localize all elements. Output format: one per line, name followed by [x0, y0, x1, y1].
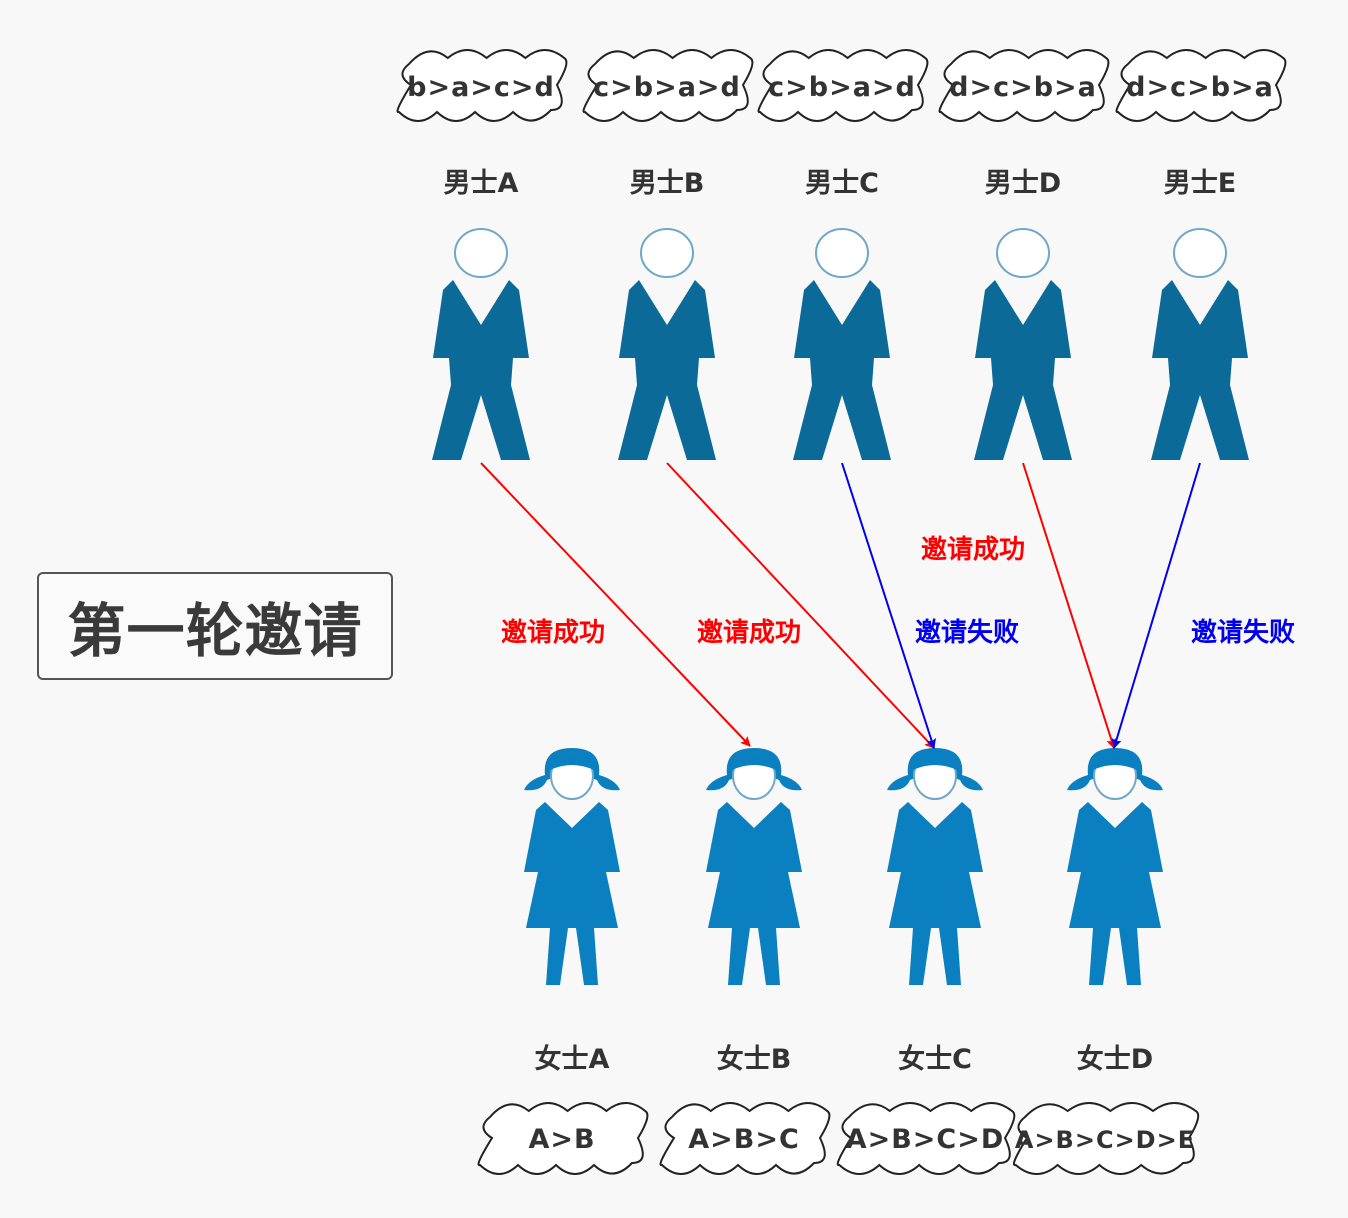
woman-preference: A>B>C — [688, 1124, 800, 1155]
woman-leg-icon — [758, 928, 780, 985]
woman-figure: 女士B A>B>C — [659, 748, 831, 1175]
woman-figure: 女士D A>B>C>D>E — [1012, 748, 1200, 1175]
man-name: 男士B — [630, 168, 705, 199]
preference-cloud — [659, 1102, 831, 1175]
round-title: 第一轮邀请 — [67, 597, 363, 665]
preference-cloud — [477, 1102, 649, 1175]
man-body-icon — [1151, 280, 1249, 460]
woman-name: 女士B — [717, 1043, 792, 1075]
invitation-label: 邀请成功 — [697, 618, 801, 648]
man-head-icon — [640, 228, 694, 278]
preference-cloud — [582, 49, 754, 122]
man-figure: d>c>b>a 男士D — [938, 49, 1110, 460]
invitation-arrow — [666, 462, 935, 749]
man-figure: c>b>a>d 男士C — [757, 49, 929, 460]
man-name: 男士E — [1164, 168, 1236, 199]
woman-bangs-icon — [913, 752, 957, 770]
woman-name: 女士A — [535, 1043, 610, 1075]
woman-name: 女士C — [898, 1043, 972, 1075]
man-name: 男士A — [444, 168, 519, 199]
invitation-label: 邀请成功 — [501, 618, 605, 648]
woman-figure: 女士C A>B>C>D — [836, 748, 1016, 1175]
man-body-icon — [793, 280, 891, 460]
preference-cloud — [1115, 49, 1287, 122]
woman-dress-icon — [524, 802, 620, 928]
preference-cloud — [1012, 1102, 1200, 1175]
invitation-arrow — [1111, 462, 1201, 749]
woman-bangs-icon — [732, 752, 776, 770]
man-head-icon — [1173, 228, 1227, 278]
man-preference: c>b>a>d — [768, 72, 916, 103]
woman-preference: A>B — [528, 1124, 595, 1155]
woman-bangs-icon — [550, 752, 594, 770]
man-figure: b>a>c>d 男士A — [396, 49, 568, 460]
invitation-arrow — [841, 462, 936, 749]
round-title-box: 第一轮邀请 — [37, 572, 393, 680]
woman-leg-icon — [576, 928, 598, 985]
man-figure: d>c>b>a 男士E — [1115, 49, 1287, 460]
woman-name: 女士D — [1077, 1043, 1153, 1075]
preference-cloud — [836, 1102, 1016, 1175]
woman-dress-icon — [1067, 802, 1163, 928]
woman-leg-icon — [1089, 928, 1111, 985]
man-head-icon — [996, 228, 1050, 278]
man-name: 男士D — [985, 168, 1061, 199]
man-preference: b>a>c>d — [407, 72, 555, 103]
woman-figure: 女士A A>B — [477, 748, 649, 1175]
preference-cloud — [757, 49, 929, 122]
woman-dress-icon — [887, 802, 983, 928]
invitation-label: 邀请成功 — [921, 535, 1025, 565]
man-figure: c>b>a>d 男士B — [582, 49, 754, 460]
man-name: 男士C — [805, 168, 879, 199]
woman-preference: A>B>C>D — [846, 1124, 1005, 1155]
woman-leg-icon — [939, 928, 961, 985]
woman-leg-icon — [546, 928, 568, 985]
man-body-icon — [974, 280, 1072, 460]
man-preference: d>c>b>a — [949, 72, 1097, 103]
woman-leg-icon — [728, 928, 750, 985]
man-head-icon — [454, 228, 508, 278]
woman-leg-icon — [909, 928, 931, 985]
woman-leg-icon — [1119, 928, 1141, 985]
invitation-arrow — [480, 462, 751, 747]
invitation-arrow — [1022, 462, 1117, 749]
invitation-label: 邀请失败 — [915, 618, 1019, 648]
preference-cloud — [938, 49, 1110, 122]
invitation-label: 邀请失败 — [1191, 618, 1295, 648]
woman-dress-icon — [706, 802, 802, 928]
man-head-icon — [815, 228, 869, 278]
man-preference: c>b>a>d — [593, 72, 741, 103]
woman-preference: A>B>C>D>E — [1015, 1126, 1195, 1154]
man-body-icon — [432, 280, 530, 460]
man-preference: d>c>b>a — [1126, 72, 1274, 103]
woman-bangs-icon — [1093, 752, 1137, 770]
preference-cloud — [396, 49, 568, 122]
man-body-icon — [618, 280, 716, 460]
